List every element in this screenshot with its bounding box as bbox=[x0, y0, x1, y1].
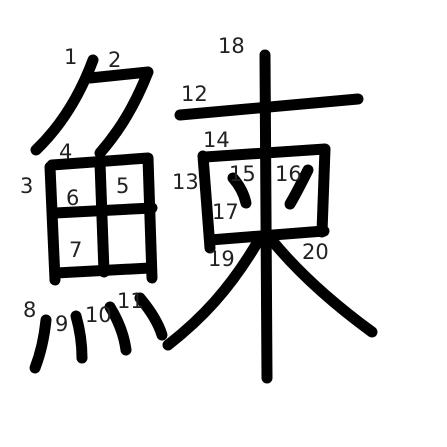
stroke-number-5: 5 bbox=[116, 174, 129, 198]
stroke-13 bbox=[197, 150, 216, 254]
stroke-number-3: 3 bbox=[20, 174, 33, 198]
stroke-2 bbox=[84, 66, 154, 159]
stroke-number-14: 14 bbox=[203, 128, 230, 152]
stroke-number-9: 9 bbox=[55, 312, 68, 336]
stroke-18 bbox=[259, 49, 273, 384]
stroke-11 bbox=[134, 292, 168, 341]
stroke-number-10: 10 bbox=[85, 303, 112, 327]
stroke-number-2: 2 bbox=[108, 48, 121, 72]
stroke-number-12: 12 bbox=[181, 82, 208, 106]
stroke-number-8: 8 bbox=[23, 298, 36, 322]
stroke-16 bbox=[284, 164, 314, 210]
stroke-3 bbox=[44, 161, 61, 286]
stroke-number-1: 1 bbox=[64, 45, 77, 69]
stroke-number-15: 15 bbox=[229, 162, 256, 186]
stroke-4 bbox=[46, 152, 158, 284]
stroke-number-11: 11 bbox=[117, 289, 144, 313]
stroke-number-19: 19 bbox=[208, 247, 235, 271]
stroke-15 bbox=[227, 172, 252, 209]
stroke-8 bbox=[29, 314, 52, 374]
stroke-number-16: 16 bbox=[275, 162, 302, 186]
stroke-number-13: 13 bbox=[172, 170, 199, 194]
stroke-numbers: 1 2 3 4 5 6 7 8 9 10 11 12 13 14 15 16 1… bbox=[20, 34, 329, 336]
stroke-20 bbox=[264, 232, 378, 338]
stroke-number-20: 20 bbox=[302, 240, 329, 264]
stroke-number-7: 7 bbox=[69, 238, 82, 262]
stroke-9 bbox=[70, 310, 88, 364]
stroke-5 bbox=[94, 157, 110, 278]
strokes bbox=[29, 49, 378, 384]
stroke-number-17: 17 bbox=[212, 200, 239, 224]
stroke-number-6: 6 bbox=[66, 186, 79, 210]
stroke-14 bbox=[199, 143, 331, 238]
stroke-number-18: 18 bbox=[218, 34, 245, 58]
stroke-19 bbox=[162, 232, 266, 351]
stroke-1 bbox=[30, 54, 99, 156]
stroke-6 bbox=[49, 202, 158, 219]
stroke-number-4: 4 bbox=[59, 140, 72, 164]
stroke-7 bbox=[50, 262, 156, 279]
stroke-10 bbox=[104, 301, 132, 356]
